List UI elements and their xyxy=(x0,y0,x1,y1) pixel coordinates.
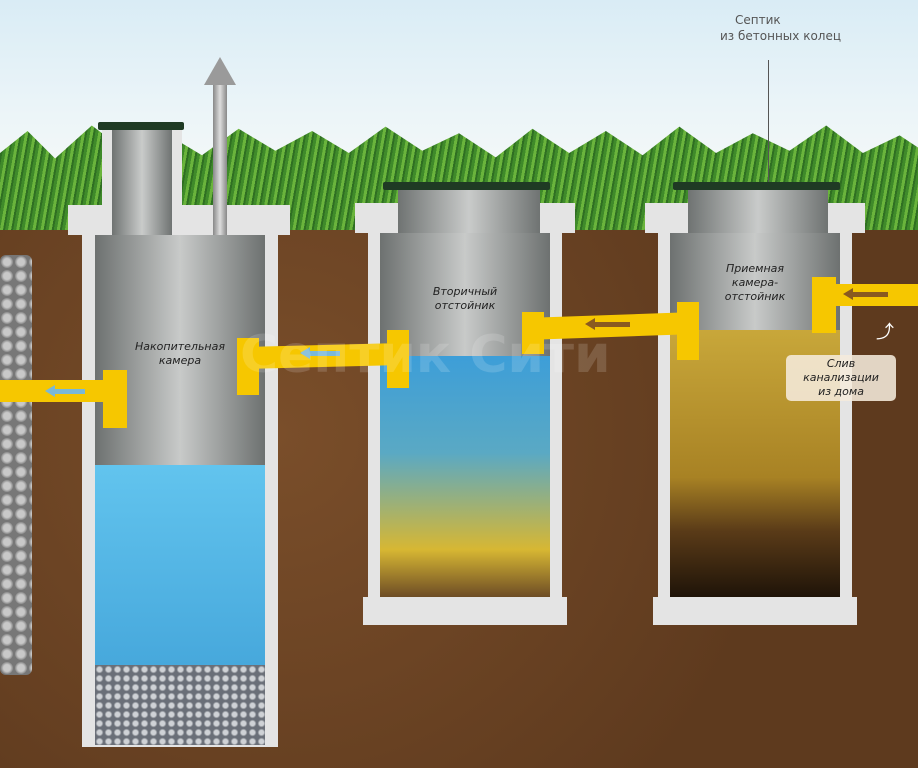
callout-line xyxy=(768,60,769,185)
watermark: Септик Сити xyxy=(240,325,611,385)
flow-arrow-icon xyxy=(843,288,888,300)
water xyxy=(380,356,550,598)
gravel-drain xyxy=(0,255,32,675)
diagram-title: Септик из бетонных колец xyxy=(720,12,841,44)
title-line-1: Септик xyxy=(735,13,781,27)
flow-arrow-icon xyxy=(585,318,630,330)
vent-pipe xyxy=(213,82,227,235)
title-line-2: из бетонных колец xyxy=(720,29,842,43)
curved-arrow-icon: ⤴ xyxy=(876,322,894,343)
flow-arrow-icon xyxy=(300,347,340,359)
vent-arrow-icon xyxy=(204,57,236,85)
gravel-filter xyxy=(95,665,265,745)
flow-arrow-icon xyxy=(45,385,85,397)
